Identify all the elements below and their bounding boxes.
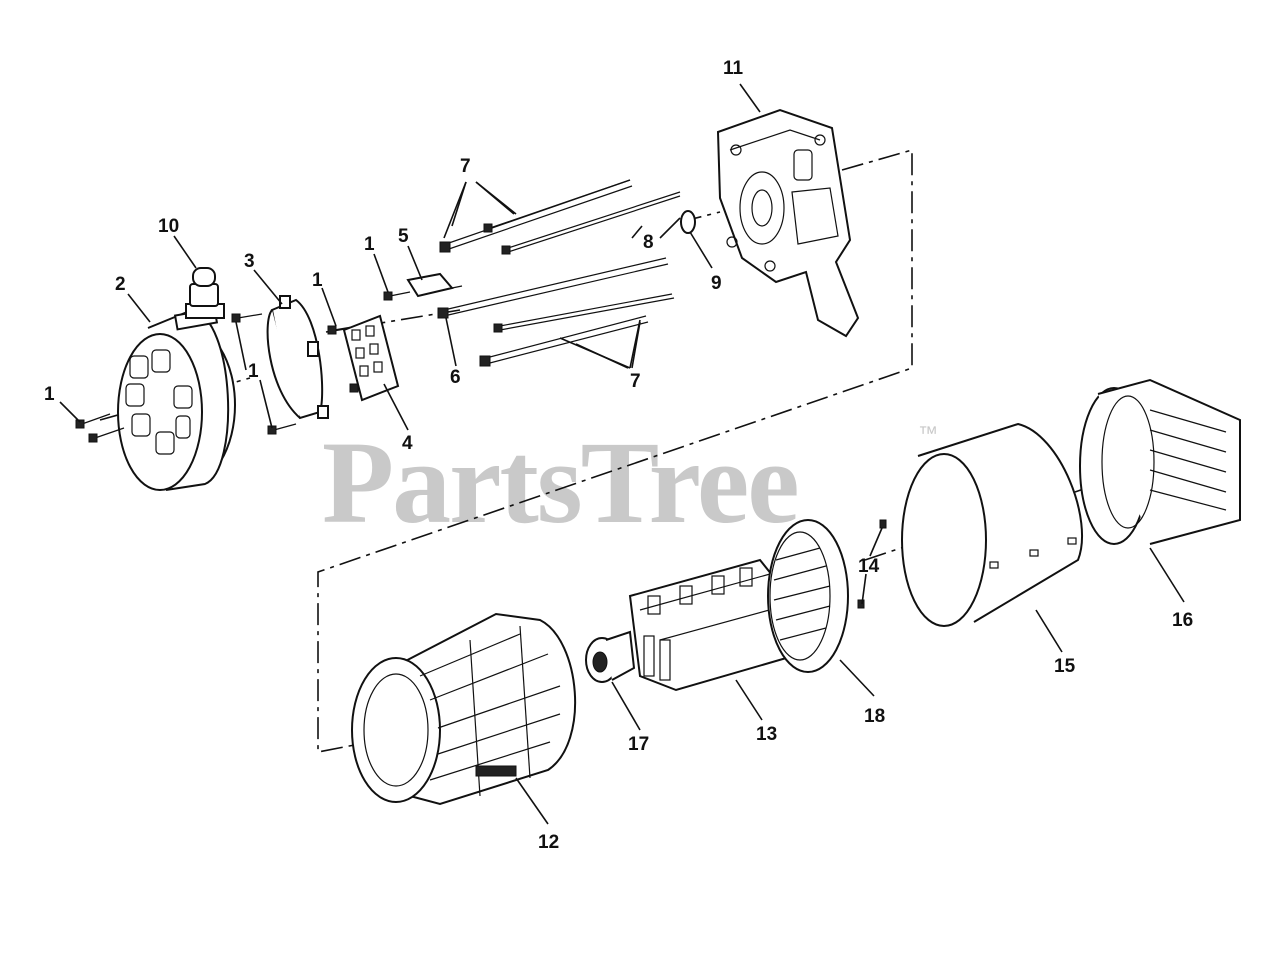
callout-11: 11	[723, 58, 744, 79]
fitting-part	[185, 267, 225, 319]
callout-14: 14	[858, 556, 880, 577]
rotor-part	[628, 558, 802, 692]
callout-3: 3	[244, 251, 255, 272]
end-guard-part	[1079, 378, 1241, 545]
callouts: 1 2 10 3 1 5 1 1 4 6 7 8 9 11 7 12 17 13…	[44, 58, 1193, 853]
through-bolts	[437, 179, 681, 367]
callout-6: 6	[450, 367, 461, 388]
callout-1: 1	[248, 361, 259, 382]
callout-2: 2	[115, 274, 126, 295]
fan-part	[767, 519, 849, 673]
callout-7: 7	[630, 371, 641, 392]
callout-13: 13	[756, 724, 777, 745]
callout-8: 8	[643, 232, 654, 253]
callout-10: 10	[158, 216, 179, 237]
nuts	[857, 519, 887, 609]
end-cover-part	[117, 307, 236, 491]
watermark: PartsTree ™	[322, 417, 938, 548]
shroud-part	[901, 422, 1083, 627]
callout-15: 15	[1054, 656, 1076, 677]
callout-9: 9	[711, 273, 722, 294]
callout-5: 5	[398, 226, 409, 247]
washer-part	[680, 210, 696, 234]
stator-part	[351, 612, 577, 806]
callout-1: 1	[312, 270, 323, 291]
callout-1: 1	[364, 234, 375, 255]
watermark-trademark: ™	[918, 423, 938, 445]
callout-4: 4	[402, 433, 413, 454]
cover-plate-part	[266, 295, 329, 420]
callout-18: 18	[864, 706, 885, 727]
callout-7: 7	[460, 156, 471, 177]
callout-1: 1	[44, 384, 55, 405]
callout-17: 17	[628, 734, 649, 755]
bearing-part	[585, 630, 636, 683]
adapter-housing-part	[716, 108, 860, 338]
terminal-block-part	[342, 314, 400, 402]
bracket-part	[406, 272, 463, 298]
callout-12: 12	[538, 832, 559, 853]
callout-16: 16	[1172, 610, 1193, 631]
watermark-brand: PartsTree	[322, 417, 798, 548]
callout-7-arrows	[451, 181, 641, 369]
